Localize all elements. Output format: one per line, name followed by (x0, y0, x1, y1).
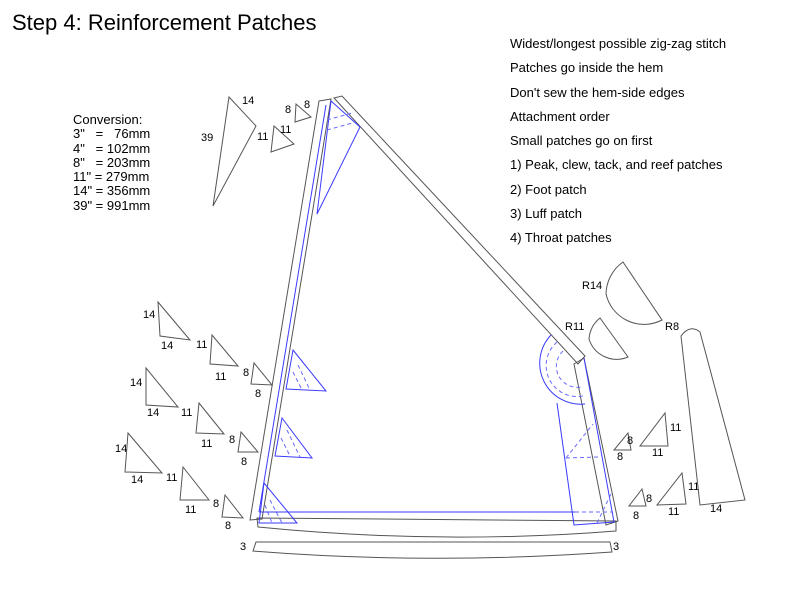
note: Attachment order (510, 108, 610, 124)
peak-patch-piece (212, 95, 257, 207)
sail-outline (249, 95, 619, 559)
note: Widest/longest possible zig-zag stitch (510, 36, 727, 51)
label-11: 11 (652, 447, 663, 459)
note: Small patches go on first (510, 133, 653, 149)
label-11: 11 (668, 506, 679, 518)
conversion-row: 14" = 356mm (73, 183, 151, 199)
label-11: 11 (280, 124, 291, 136)
label-14: 14 (143, 309, 155, 321)
placed-patches (258, 99, 615, 526)
label-11: 11 (257, 131, 268, 143)
label-3: 3 (613, 541, 619, 553)
label-14: 14 (242, 95, 254, 107)
note: 2) Foot patch (510, 181, 587, 197)
foot-strip (252, 541, 613, 559)
luff-hem (249, 98, 332, 521)
label-r11: R11 (565, 321, 584, 333)
reef-patch-upper (285, 348, 328, 392)
instruction-notes: Widest/longest possible zig-zag stitch P… (510, 32, 726, 251)
leech-hem-lower (573, 357, 619, 526)
conversion-row: 11" = 279mm (73, 169, 150, 185)
throat-patch-r8 (680, 328, 746, 506)
label-r8: R8 (665, 321, 679, 333)
note: Patches go inside the hem (510, 60, 664, 76)
label-8: 8 (225, 520, 231, 532)
label-11: 11 (166, 472, 177, 484)
label-11: 11 (688, 481, 699, 493)
conversion-row: 3" = 76mm (73, 126, 151, 142)
label-8: 8 (285, 104, 291, 116)
page-title: Step 4: Reinforcement Patches (12, 10, 317, 35)
leech-hem-upper (333, 95, 586, 365)
label-3: 3 (240, 541, 246, 553)
note: Don't sew the hem-side edges (510, 84, 685, 100)
label-r14: R14 (582, 280, 602, 292)
loose-patches: 39 14 8 8 11 11 14 14 11 11 8 8 14 14 11… (115, 95, 746, 553)
label-8: 8 (304, 99, 310, 111)
label-14: 14 (147, 407, 159, 419)
conversion-row: 39" = 991mm (73, 197, 151, 213)
label-8: 8 (241, 456, 247, 468)
label-14: 14 (130, 377, 142, 389)
label-11: 11 (181, 407, 192, 419)
note: 3) Luff patch (510, 206, 583, 222)
label-8: 8 (627, 435, 633, 447)
throat-patch-r14 (605, 261, 663, 325)
note: 4) Throat patches (510, 230, 612, 246)
label-11: 11 (215, 371, 226, 383)
label-39: 39 (201, 132, 213, 144)
label-8: 8 (255, 388, 261, 400)
throat-patch-r11 (588, 317, 629, 360)
label-11: 11 (670, 422, 681, 434)
clew-patch (556, 357, 615, 526)
conversion-row: 8" = 203mm (73, 154, 151, 170)
peak-patch (316, 99, 361, 215)
label-8: 8 (633, 510, 639, 522)
label-8: 8 (243, 367, 249, 379)
conversion-row: 4" = 102mm (73, 140, 151, 156)
label-8: 8 (213, 498, 219, 510)
label-14: 14 (710, 503, 722, 515)
tack-patch (258, 481, 299, 524)
label-8: 8 (646, 493, 652, 505)
label-14: 14 (115, 443, 127, 455)
label-11: 11 (185, 504, 196, 516)
label-14: 14 (131, 474, 143, 486)
foot-hem (256, 517, 617, 538)
note: 1) Peak, clew, tack, and reef patches (510, 157, 723, 173)
label-8: 8 (617, 451, 623, 463)
label-14: 14 (161, 340, 173, 352)
reef-patch-lower (274, 416, 314, 459)
label-11: 11 (201, 438, 212, 450)
throat-patch (539, 334, 586, 405)
label-11: 11 (196, 339, 207, 351)
label-8: 8 (229, 434, 235, 446)
conversion-heading: Conversion: (73, 112, 143, 127)
